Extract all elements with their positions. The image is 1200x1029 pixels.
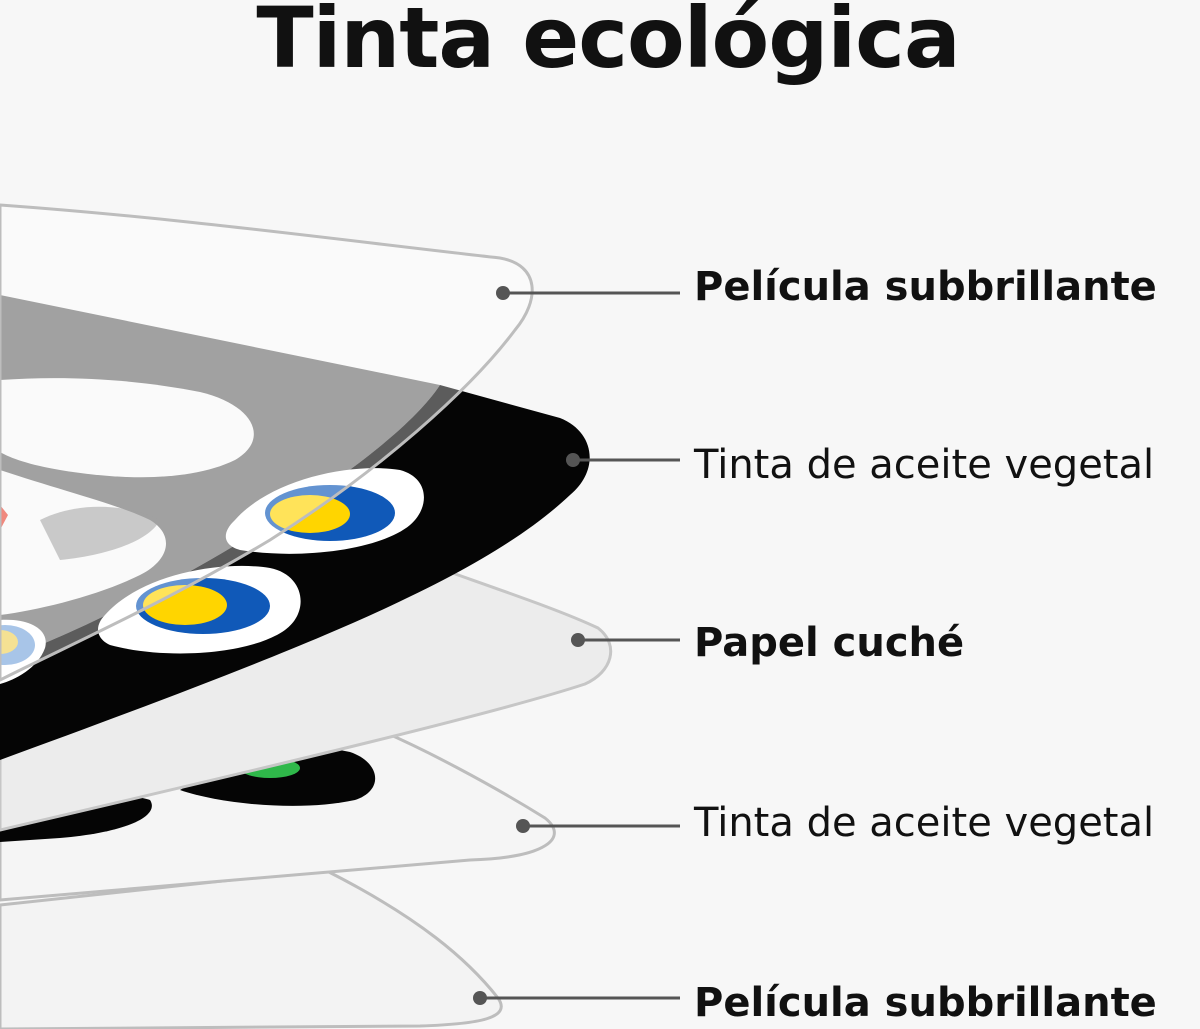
upper-ink-black-band — [0, 385, 590, 760]
layer-label-coated-paper: Papel cuché — [694, 620, 964, 666]
layer-label-upper-ink: Tinta de aceite vegetal — [693, 442, 1154, 488]
upper-ink-white-petal-top — [0, 378, 254, 478]
layer-label-top-film: Película subbrillante — [694, 264, 1157, 310]
upper-ink-red-accent — [0, 505, 8, 530]
leader-line-2 — [566, 453, 680, 467]
layer-label-lower-ink: Tinta de aceite vegetal — [693, 800, 1154, 846]
leader-line-5 — [473, 991, 680, 1005]
upper-ink-yellow-dot-middle — [143, 585, 227, 625]
upper-ink-yellow-dot-left — [0, 630, 18, 654]
leader-line-4 — [516, 819, 680, 833]
upper-ink-white-curve — [40, 506, 160, 560]
layer-label-bottom-film: Película subbrillante — [694, 980, 1157, 1026]
bottom-film-sheet — [0, 868, 503, 1029]
leader-line-1 — [496, 286, 680, 300]
top-film-sheet — [0, 203, 534, 682]
diagram-title: Tinta ecológica — [256, 0, 960, 87]
leader-line-3 — [571, 633, 680, 647]
